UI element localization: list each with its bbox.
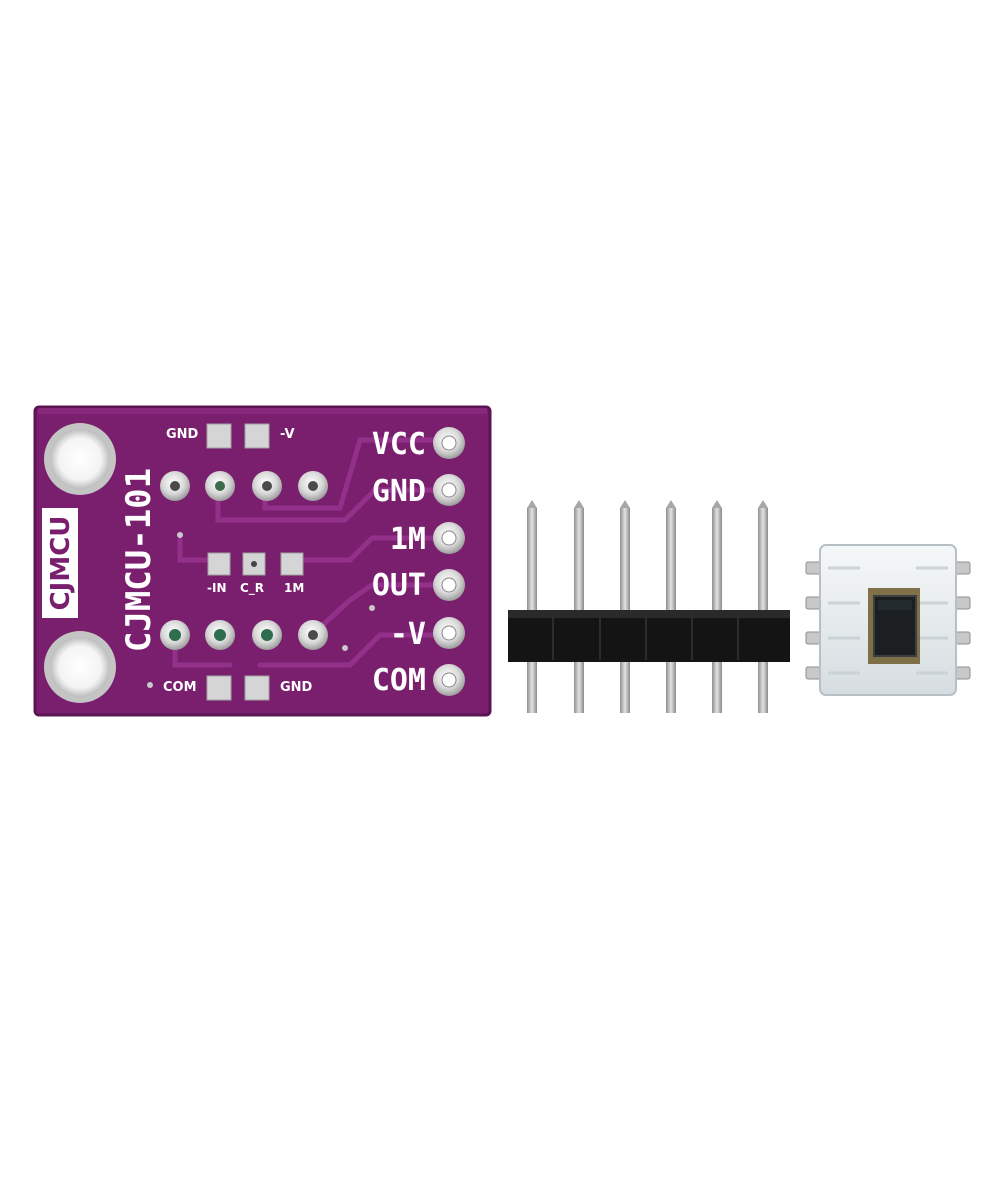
pin-label-vcc: VCC — [372, 427, 426, 462]
top-jumper-pad-left — [206, 423, 232, 449]
top-jumper: GND -V — [166, 423, 295, 449]
bottom-jumper-right-label: GND — [280, 680, 313, 695]
pin-label-neg-v: -V — [390, 617, 426, 652]
mounting-hole-bottom — [44, 631, 116, 703]
pin-label-com: COM — [372, 663, 426, 698]
ic-footprint-top-row — [160, 471, 328, 501]
pin-header-6 — [508, 500, 790, 713]
photodiode-sensor-chip — [805, 544, 971, 696]
pcb-traces — [172, 437, 443, 668]
header-pads — [433, 427, 465, 696]
top-jumper-pad-right — [244, 423, 270, 449]
header-pins — [527, 500, 768, 713]
pad-label-cr: C_R — [240, 581, 264, 596]
mounting-hole-top — [44, 423, 116, 495]
ic-footprint-bottom-row — [160, 620, 328, 650]
pin-label-gnd: GND — [372, 474, 426, 509]
bottom-jumper-pad-left — [206, 675, 232, 701]
brand-tag: CJMCU — [42, 508, 78, 618]
bottom-jumper-pad-right — [244, 675, 270, 701]
pin-labels: VCC GND 1M OUT -V COM — [372, 427, 426, 698]
brand-label: CJMCU — [46, 516, 76, 611]
model-label: CJMCU-101 — [119, 468, 159, 652]
bottom-jumper: COM GND — [163, 675, 313, 701]
header-plastic-body — [508, 610, 790, 662]
pin-label-out: OUT — [372, 568, 426, 603]
pad-label-in: -IN — [207, 581, 227, 595]
bottom-jumper-left-label: COM — [163, 680, 197, 695]
middle-pads: -IN C_R 1M — [207, 552, 304, 596]
top-jumper-left-label: GND — [166, 427, 199, 442]
breakout-board: CJMCU CJMCU-101 GND -V -IN C_R 1M — [33, 405, 492, 717]
top-jumper-right-label: -V — [280, 427, 295, 442]
pin-label-1m: 1M — [390, 522, 426, 557]
pad-label-1m: 1M — [284, 581, 304, 595]
